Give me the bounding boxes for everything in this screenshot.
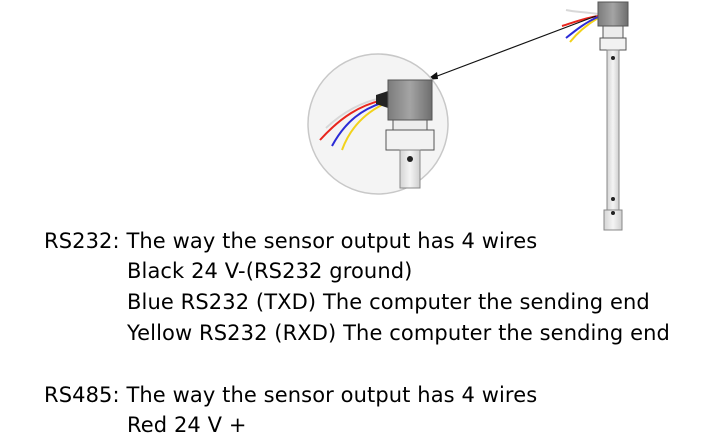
pointer-arrow bbox=[426, 15, 597, 80]
rs485-heading-line: RS485: The way the sensor output has 4 w… bbox=[44, 382, 537, 408]
rs232-label: RS232: bbox=[44, 229, 120, 253]
full-sensor-wires bbox=[561, 9, 599, 43]
full-sensor-float bbox=[603, 209, 623, 231]
full-sensor-rod bbox=[606, 49, 620, 211]
zoom-flange bbox=[385, 129, 435, 151]
full-sensor-hole-bottom bbox=[611, 197, 615, 201]
full-sensor-hole-float bbox=[611, 211, 615, 215]
rs485-heading: The way the sensor output has 4 wires bbox=[126, 383, 538, 407]
zoom-collar bbox=[392, 119, 428, 131]
rs232-heading: The way the sensor output has 4 wires bbox=[126, 229, 538, 253]
full-sensor bbox=[561, 1, 629, 231]
rs232-wire-blue: Blue RS232 (TXD) The computer the sendin… bbox=[127, 290, 650, 314]
rs485-wire-red: Red 24 V + bbox=[127, 413, 247, 437]
full-sensor-collar bbox=[602, 25, 624, 39]
zoom-rod bbox=[399, 149, 421, 189]
zoom-cable-gland bbox=[376, 91, 388, 108]
full-sensor-hole-top bbox=[611, 56, 615, 60]
zoom-circle bbox=[307, 53, 449, 195]
full-sensor-housing bbox=[597, 1, 629, 27]
rs485-label: RS485: bbox=[44, 383, 120, 407]
full-sensor-flange bbox=[599, 37, 627, 51]
rs232-wire-yellow: Yellow RS232 (RXD) The computer the send… bbox=[127, 321, 670, 345]
rs232-wire-black: Black 24 V-(RS232 ground) bbox=[127, 259, 413, 283]
zoom-hole bbox=[407, 156, 413, 162]
rs232-heading-line: RS232: The way the sensor output has 4 w… bbox=[44, 228, 537, 254]
zoom-housing bbox=[387, 79, 433, 121]
